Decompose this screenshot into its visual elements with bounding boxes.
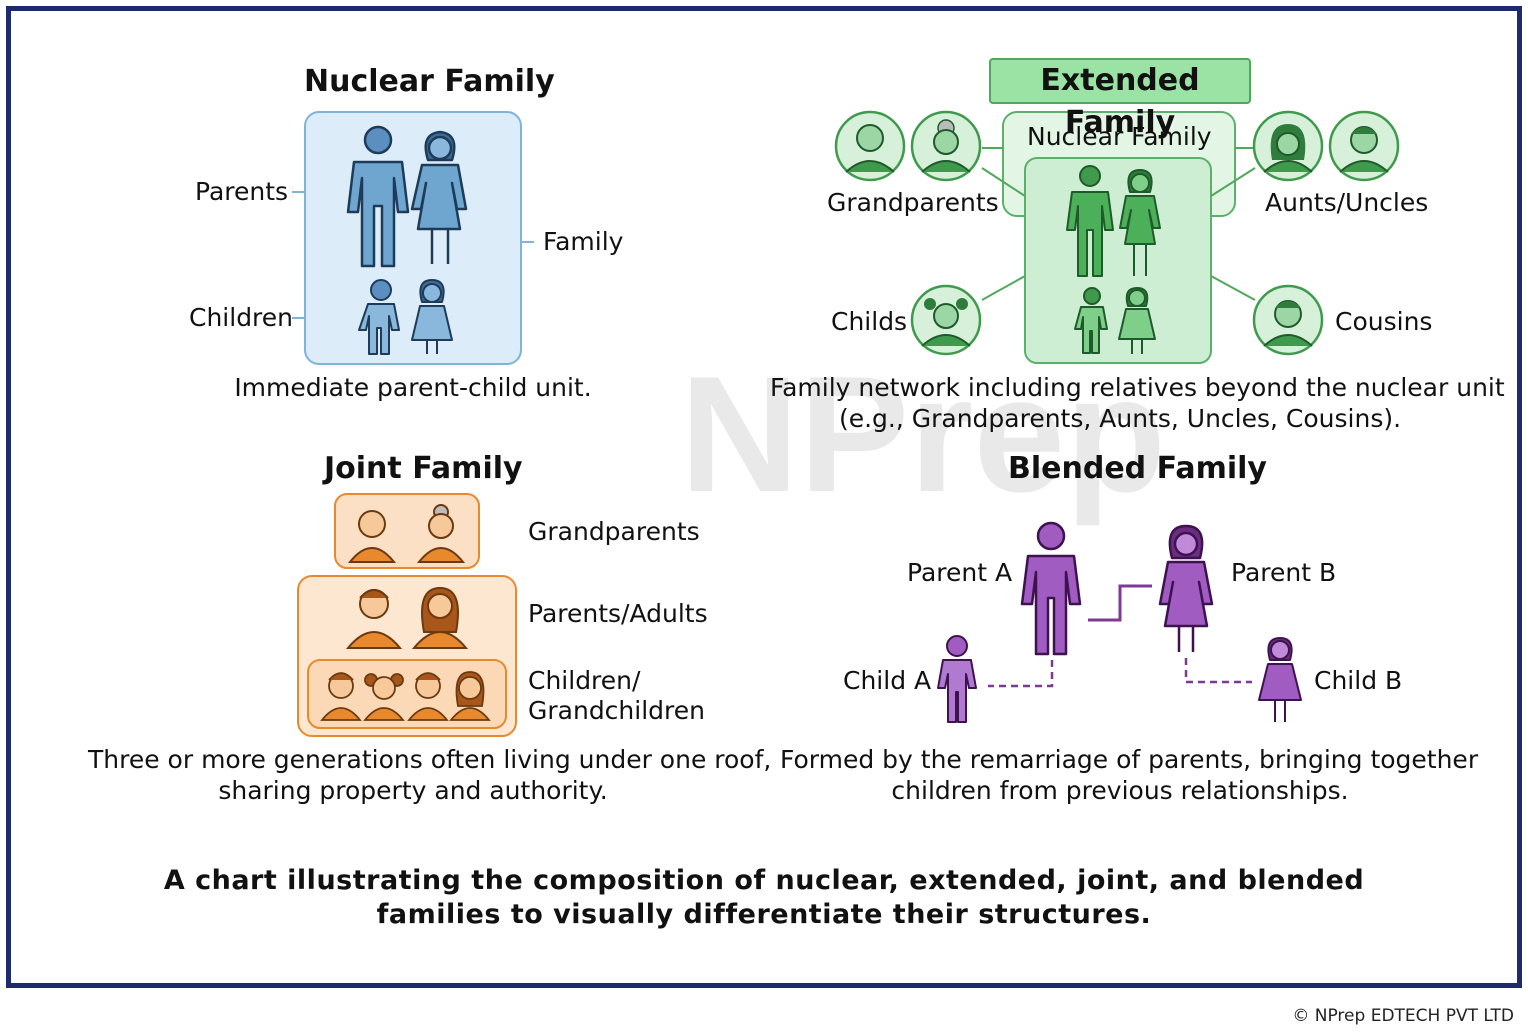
joint-description: Three or more generations often living u… xyxy=(88,744,772,806)
joint-mother-icon xyxy=(411,586,469,649)
blended-description: Formed by the remarriage of parents, bri… xyxy=(780,744,1479,806)
caption-line1: A chart illustrating the composition of … xyxy=(163,865,1365,896)
extended-girl-figure-icon xyxy=(1118,287,1156,354)
diagram-caption: A chart illustrating the composition of … xyxy=(0,864,1528,932)
uncle-avatar-icon xyxy=(1328,110,1400,182)
nuclear-family-label: Family xyxy=(543,227,624,256)
boy-figure-icon xyxy=(358,279,400,355)
extended-aunts-uncles-label: Aunts/Uncles xyxy=(1265,188,1429,217)
father-figure-icon xyxy=(346,125,410,268)
caption-line2: families to visually differentiate their… xyxy=(376,899,1152,930)
blended-parent-a-label: Parent A xyxy=(907,558,1013,587)
joint-family-title: Joint Family xyxy=(324,451,523,486)
joint-description-line2: sharing property and authority. xyxy=(218,776,608,805)
extended-description: Family network including relatives beyon… xyxy=(770,372,1505,434)
joint-children-label: Children/ Grandchildren xyxy=(528,666,705,726)
watermark-text: NPrep xyxy=(680,342,1166,526)
joint-family-panel xyxy=(297,493,517,737)
joint-child1-icon xyxy=(320,672,362,721)
child-a-figure-icon xyxy=(937,635,977,723)
extended-childs-label: Childs xyxy=(831,307,908,336)
joint-father-icon xyxy=(345,589,403,649)
blended-description-line1: Formed by the remarriage of parents, bri… xyxy=(780,745,1479,774)
child-avatar-icon xyxy=(910,284,982,356)
extended-grandparents-label: Grandparents xyxy=(827,188,999,217)
parent-b-figure-icon xyxy=(1158,524,1214,652)
parent-a-figure-icon xyxy=(1020,521,1082,656)
extended-inner-nuclear-title: Nuclear Family xyxy=(1027,122,1212,151)
mother-figure-icon xyxy=(410,130,468,264)
blended-parent-b-label: Parent B xyxy=(1231,558,1337,587)
joint-child4-icon xyxy=(449,671,491,721)
joint-grandfather-icon xyxy=(347,510,397,563)
joint-grandmother-icon xyxy=(416,504,466,563)
blended-family-panel xyxy=(937,521,1302,723)
extended-father-figure-icon xyxy=(1066,165,1114,277)
aunt-avatar-icon xyxy=(1252,110,1324,182)
extended-description-line2: (e.g., Grandparents, Aunts, Uncles, Cous… xyxy=(838,404,1402,433)
copyright-notice: © NPrep EDTECH PVT LTD xyxy=(1292,1006,1514,1026)
joint-grandparents-label: Grandparents xyxy=(528,517,700,546)
nuclear-parents-label: Parents xyxy=(195,177,289,206)
blended-family-title: Blended Family xyxy=(1008,451,1267,486)
nuclear-family-panel xyxy=(292,111,534,365)
child-b-figure-icon xyxy=(1258,637,1302,722)
joint-child2-icon xyxy=(363,673,405,721)
blended-child-a-label: Child A xyxy=(843,666,932,695)
grandmother-avatar-icon xyxy=(910,110,982,182)
extended-boy-figure-icon xyxy=(1074,287,1108,354)
joint-children-label-line1: Children/ xyxy=(528,666,641,695)
nuclear-family-title: Nuclear Family xyxy=(304,64,555,99)
extended-mother-figure-icon xyxy=(1119,169,1161,276)
extended-family-title: Extended Family xyxy=(989,58,1251,140)
extended-cousins-label: Cousins xyxy=(1335,307,1433,336)
nuclear-description: Immediate parent-child unit. xyxy=(234,373,592,402)
nuclear-children-label: Children xyxy=(189,303,294,332)
joint-parents-adults-label: Parents/Adults xyxy=(528,599,708,628)
joint-children-label-line2: Grandchildren xyxy=(528,696,705,725)
cousin-avatar-icon xyxy=(1252,284,1324,356)
girl-figure-icon xyxy=(411,279,453,354)
blended-description-line2: children from previous relationships. xyxy=(891,776,1349,805)
joint-description-line1: Three or more generations often living u… xyxy=(88,745,772,774)
extended-family-panel xyxy=(834,110,1400,364)
grandfather-avatar-icon xyxy=(834,110,906,182)
joint-child3-icon xyxy=(407,672,449,721)
blended-child-b-label: Child B xyxy=(1314,666,1403,695)
extended-description-line1: Family network including relatives beyon… xyxy=(770,373,1505,402)
